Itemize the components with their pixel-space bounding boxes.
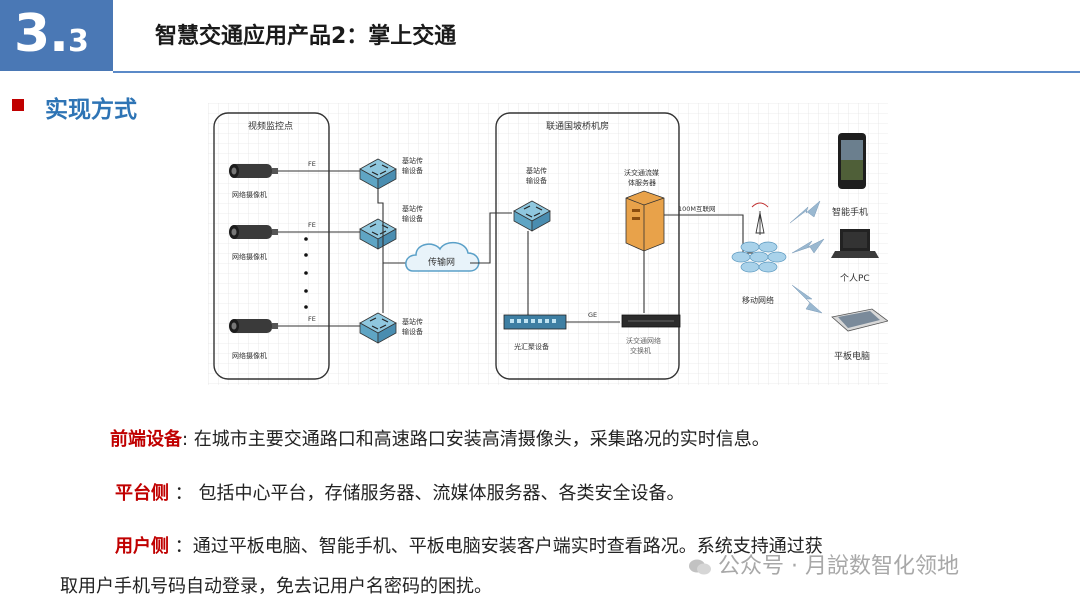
optical-device-label: 光汇聚设备 bbox=[514, 342, 549, 351]
internet-label: 100M互联网 bbox=[678, 204, 716, 213]
user-line: 用户侧 ：通过平板电脑、智能手机、平板电脑安装客户端实时查看路况。系统支持通过获 bbox=[115, 532, 823, 558]
pc-label: 个人PC bbox=[840, 273, 870, 284]
media-server-a: 沃交通流媒 bbox=[624, 168, 659, 177]
platform-text: ： 包括中心平台，存储服务器、流媒体服务器、各类安全设备。 bbox=[169, 483, 685, 504]
room-base-a: 基站传 bbox=[526, 166, 547, 175]
page-title: 智慧交通应用产品2：掌上交通 bbox=[155, 24, 457, 49]
phone-icon bbox=[838, 133, 866, 189]
fe-label-3: FE bbox=[308, 315, 316, 323]
camera-label-1: 网络摄像机 bbox=[232, 190, 267, 199]
section-bullet bbox=[12, 99, 24, 111]
camera-icon-2 bbox=[229, 225, 278, 239]
mobile-network-icon bbox=[731, 202, 787, 273]
frontend-line: 前端设备: 在城市主要交通路口和高速路口安装高清摄像头，采集路况的实时信息。 bbox=[110, 425, 770, 451]
camera-label-2: 网络摄像机 bbox=[232, 252, 267, 261]
cloud-label: 传输网 bbox=[428, 256, 455, 268]
watermark: 公众号 · 月說数智化领地 bbox=[688, 548, 959, 580]
fe-label-1: FE bbox=[308, 160, 316, 168]
camera-icon-3 bbox=[229, 319, 278, 333]
network-diagram: 视频监控点 联通国坡桥机房 网络摄像机 网络摄像机 网络摄像机 FE FE FE… bbox=[208, 103, 888, 385]
user-text: ：通过平板电脑、智能手机、平板电脑安装客户端实时查看路况。系统支持通过获 bbox=[169, 536, 823, 557]
switch-label-b: 交换机 bbox=[630, 346, 651, 355]
header-rule bbox=[113, 71, 1080, 73]
optical-device-icon bbox=[503, 314, 567, 330]
base-device-1a: 基站传 bbox=[402, 156, 423, 165]
network-switch-icon bbox=[621, 314, 681, 328]
right-group-label: 联通国坡桥机房 bbox=[546, 120, 609, 132]
ellipsis-dots bbox=[304, 237, 308, 309]
left-group-label: 视频监控点 bbox=[248, 120, 293, 132]
base-device-3a: 基站传 bbox=[402, 317, 423, 326]
base-device-3b: 输设备 bbox=[402, 327, 423, 336]
laptop-icon bbox=[831, 229, 879, 258]
switch-label-a: 沃交通网络 bbox=[626, 336, 661, 345]
tablet-icon bbox=[831, 308, 888, 332]
cloud-icon bbox=[405, 241, 480, 272]
user-line-2: 取用户手机号码自动登录，免去记用户名密码的困扰。 bbox=[60, 576, 492, 597]
fe-label-2: FE bbox=[308, 221, 316, 229]
camera-icon-1 bbox=[229, 164, 278, 178]
wireless-links bbox=[789, 200, 825, 314]
user-key: 用户侧 bbox=[115, 536, 169, 557]
section-badge: 3.3 bbox=[0, 0, 113, 71]
room-base-b: 输设备 bbox=[526, 176, 547, 185]
frontend-text: : 在城市主要交通路口和高速路口安装高清摄像头，采集路况的实时信息。 bbox=[182, 429, 770, 450]
base-device-2a: 基站传 bbox=[402, 204, 423, 213]
watermark-text: 公众号 · 月說数智化领地 bbox=[718, 554, 959, 579]
base-device-2b: 输设备 bbox=[402, 214, 423, 223]
media-server-b: 体服务器 bbox=[628, 178, 656, 187]
mobile-network-label: 移动网络 bbox=[742, 295, 774, 305]
media-server-icon bbox=[625, 190, 665, 252]
section-label: 实现方式 bbox=[45, 97, 137, 123]
platform-key: 平台侧 bbox=[115, 483, 169, 504]
frontend-key: 前端设备 bbox=[110, 429, 182, 450]
ge-label: GE bbox=[588, 311, 597, 319]
base-device-1b: 输设备 bbox=[402, 166, 423, 175]
camera-label-3: 网络摄像机 bbox=[232, 351, 267, 360]
phone-label: 智能手机 bbox=[832, 206, 868, 218]
platform-line: 平台侧 ： 包括中心平台，存储服务器、流媒体服务器、各类安全设备。 bbox=[115, 479, 684, 505]
section-number: 3.3 bbox=[14, 4, 89, 64]
tablet-label: 平板电脑 bbox=[834, 350, 870, 362]
wechat-icon bbox=[689, 559, 711, 575]
